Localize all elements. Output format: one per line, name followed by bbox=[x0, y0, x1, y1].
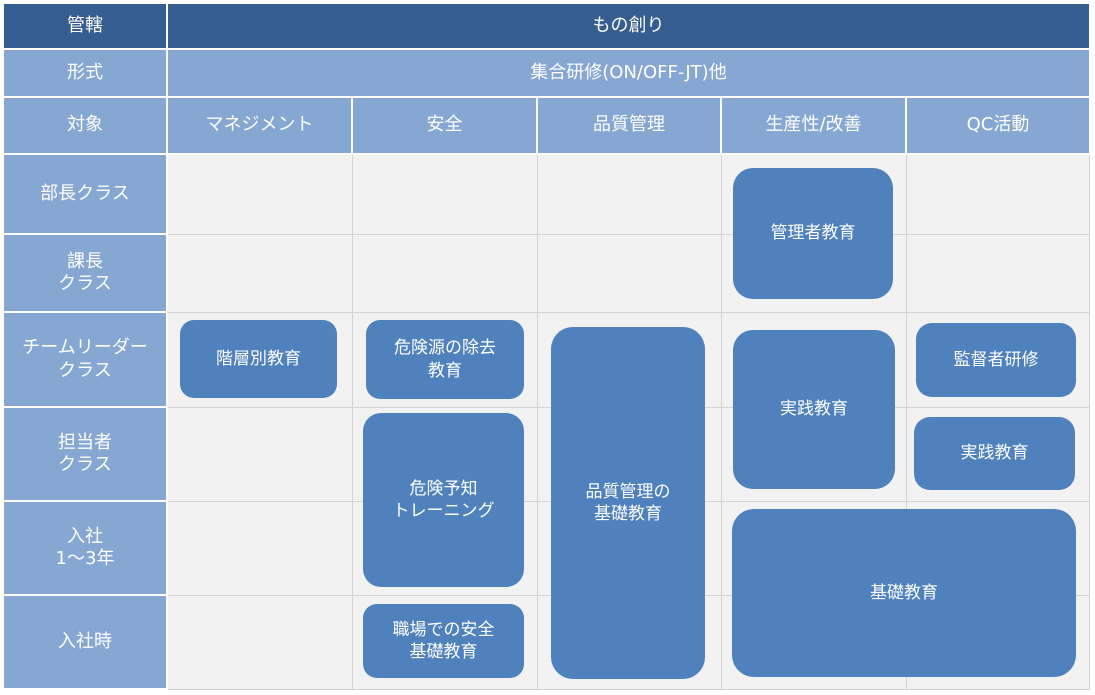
program-supervisor-training: 監督者研修 bbox=[916, 323, 1076, 397]
grid-cell bbox=[168, 155, 353, 235]
jurisdiction-value: もの創り bbox=[168, 4, 1089, 48]
program-manager-training: 管理者教育 bbox=[733, 168, 893, 299]
program-hierarchical-training: 階層別教育 bbox=[180, 320, 337, 398]
column-header-productivity: 生産性/改善 bbox=[722, 98, 905, 153]
row-label-section-manager: 課長 クラス bbox=[4, 235, 166, 311]
grid-cell bbox=[168, 502, 353, 596]
row-label-staff: 担当者 クラス bbox=[4, 408, 166, 500]
program-hazard-prediction-training: 危険予知 トレーニング bbox=[363, 413, 524, 587]
format-label: 形式 bbox=[4, 50, 166, 96]
grid-cell bbox=[353, 235, 538, 313]
grid-cell bbox=[168, 235, 353, 313]
grid-cell bbox=[538, 235, 722, 313]
program-practical-training-qc: 実践教育 bbox=[914, 417, 1075, 490]
target-label: 対象 bbox=[4, 98, 166, 153]
column-header-management: マネジメント bbox=[168, 98, 351, 153]
grid-cell bbox=[907, 235, 1090, 313]
grid-cell bbox=[353, 155, 538, 235]
program-quality-basics: 品質管理の 基礎教育 bbox=[551, 327, 705, 679]
grid-cell bbox=[538, 155, 722, 235]
format-value: 集合研修(ON/OFF-JT)他 bbox=[168, 50, 1089, 96]
column-header-safety: 安全 bbox=[353, 98, 536, 153]
program-workplace-safety-basics: 職場での安全 基礎教育 bbox=[363, 604, 524, 678]
row-label-team-leader: チームリーダー クラス bbox=[4, 313, 166, 406]
jurisdiction-label: 管轄 bbox=[4, 4, 166, 48]
grid-cell bbox=[168, 596, 353, 690]
column-header-quality: 品質管理 bbox=[538, 98, 720, 153]
row-label-department-manager: 部長クラス bbox=[4, 155, 166, 233]
program-practical-training-productivity: 実践教育 bbox=[733, 330, 895, 489]
row-label-years-1-3: 入社 1～3年 bbox=[4, 502, 166, 594]
grid-cell bbox=[168, 408, 353, 502]
program-basic-education: 基礎教育 bbox=[732, 509, 1076, 677]
grid-cell bbox=[907, 155, 1090, 235]
column-header-qc: QC活動 bbox=[907, 98, 1089, 153]
row-label-new-hire: 入社時 bbox=[4, 596, 166, 688]
program-hazard-removal: 危険源の除去 教育 bbox=[366, 320, 524, 399]
